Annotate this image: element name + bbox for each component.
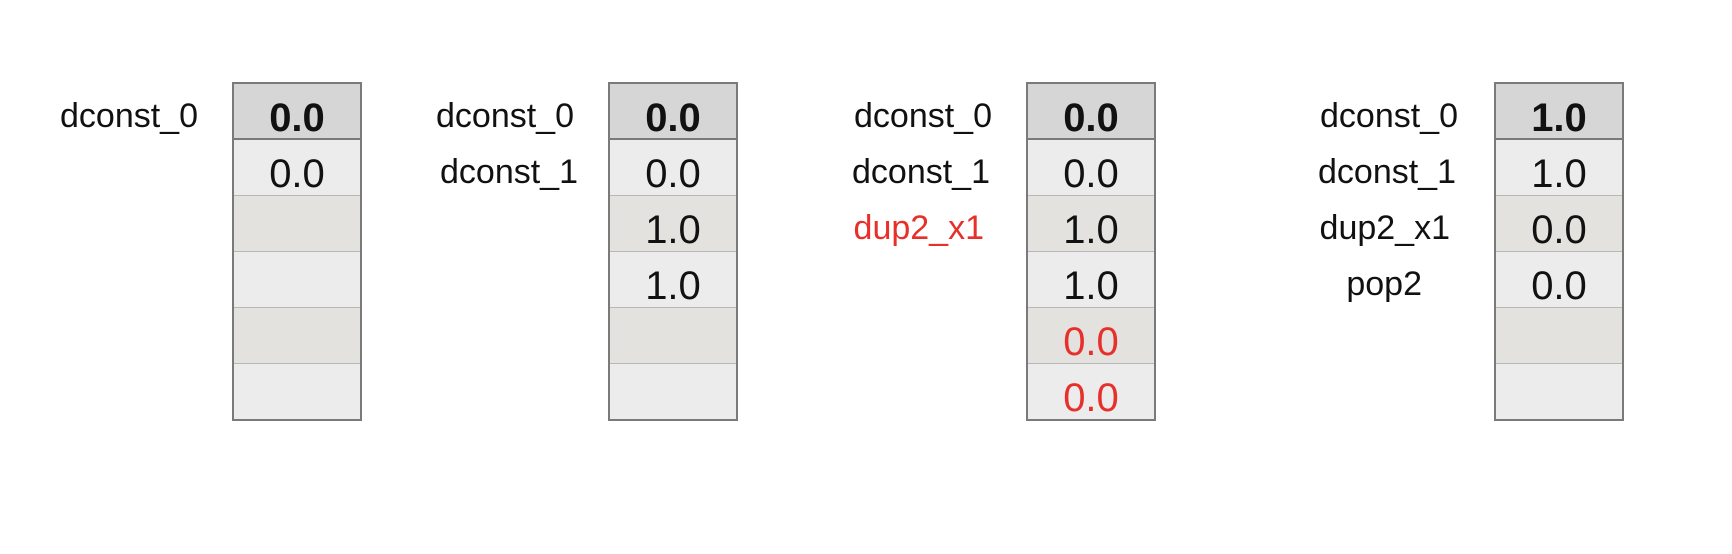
operand-stack: 0.0 0.0 1.0 1.0 0.0 0.0 bbox=[1026, 82, 1156, 421]
stack-cell: 0.0 bbox=[1028, 307, 1154, 363]
stack-cell: 1.0 bbox=[610, 195, 736, 251]
stack-cell: 0.0 bbox=[1496, 195, 1622, 251]
stack-cell: 0.0 bbox=[1028, 84, 1154, 140]
stack-cell: 1.0 bbox=[1496, 140, 1622, 195]
stack-cell bbox=[610, 307, 736, 363]
operand-stack: 0.0 0.0 1.0 1.0 bbox=[608, 82, 738, 421]
stack-cell bbox=[1496, 363, 1622, 419]
stack-cell: 1.0 bbox=[1496, 84, 1622, 140]
stack-cell: 1.0 bbox=[610, 251, 736, 307]
stack-cell bbox=[1496, 307, 1622, 363]
operand-stack: 0.0 0.0 bbox=[232, 82, 362, 421]
stack-cell: 0.0 bbox=[234, 140, 360, 195]
instruction-label: dconst_1 bbox=[440, 153, 578, 191]
stack-cell bbox=[234, 363, 360, 419]
stack-cell bbox=[234, 251, 360, 307]
instruction-label: dconst_1 bbox=[852, 153, 990, 191]
operand-stack: 1.0 1.0 0.0 0.0 bbox=[1494, 82, 1624, 421]
stack-cell: 0.0 bbox=[234, 84, 360, 140]
stack-cell: 0.0 bbox=[1028, 363, 1154, 419]
stack-cell bbox=[234, 195, 360, 251]
stack-cell bbox=[610, 363, 736, 419]
instruction-label: dconst_0 bbox=[1320, 97, 1458, 135]
instruction-label: dconst_0 bbox=[436, 97, 574, 135]
instruction-label: dup2_x1 bbox=[853, 209, 984, 247]
stack-cell: 1.0 bbox=[1028, 251, 1154, 307]
instruction-label: dconst_1 bbox=[1318, 153, 1456, 191]
stack-cell: 0.0 bbox=[610, 84, 736, 140]
stack-cell: 0.0 bbox=[1028, 140, 1154, 195]
stack-cell bbox=[234, 307, 360, 363]
instruction-label: dconst_0 bbox=[60, 97, 198, 135]
instruction-label: pop2 bbox=[1346, 265, 1422, 303]
instruction-label: dup2_x1 bbox=[1319, 209, 1450, 247]
stack-cell: 0.0 bbox=[1496, 251, 1622, 307]
stack-cell: 0.0 bbox=[610, 140, 736, 195]
stack-cell: 1.0 bbox=[1028, 195, 1154, 251]
instruction-label: dconst_0 bbox=[854, 97, 992, 135]
